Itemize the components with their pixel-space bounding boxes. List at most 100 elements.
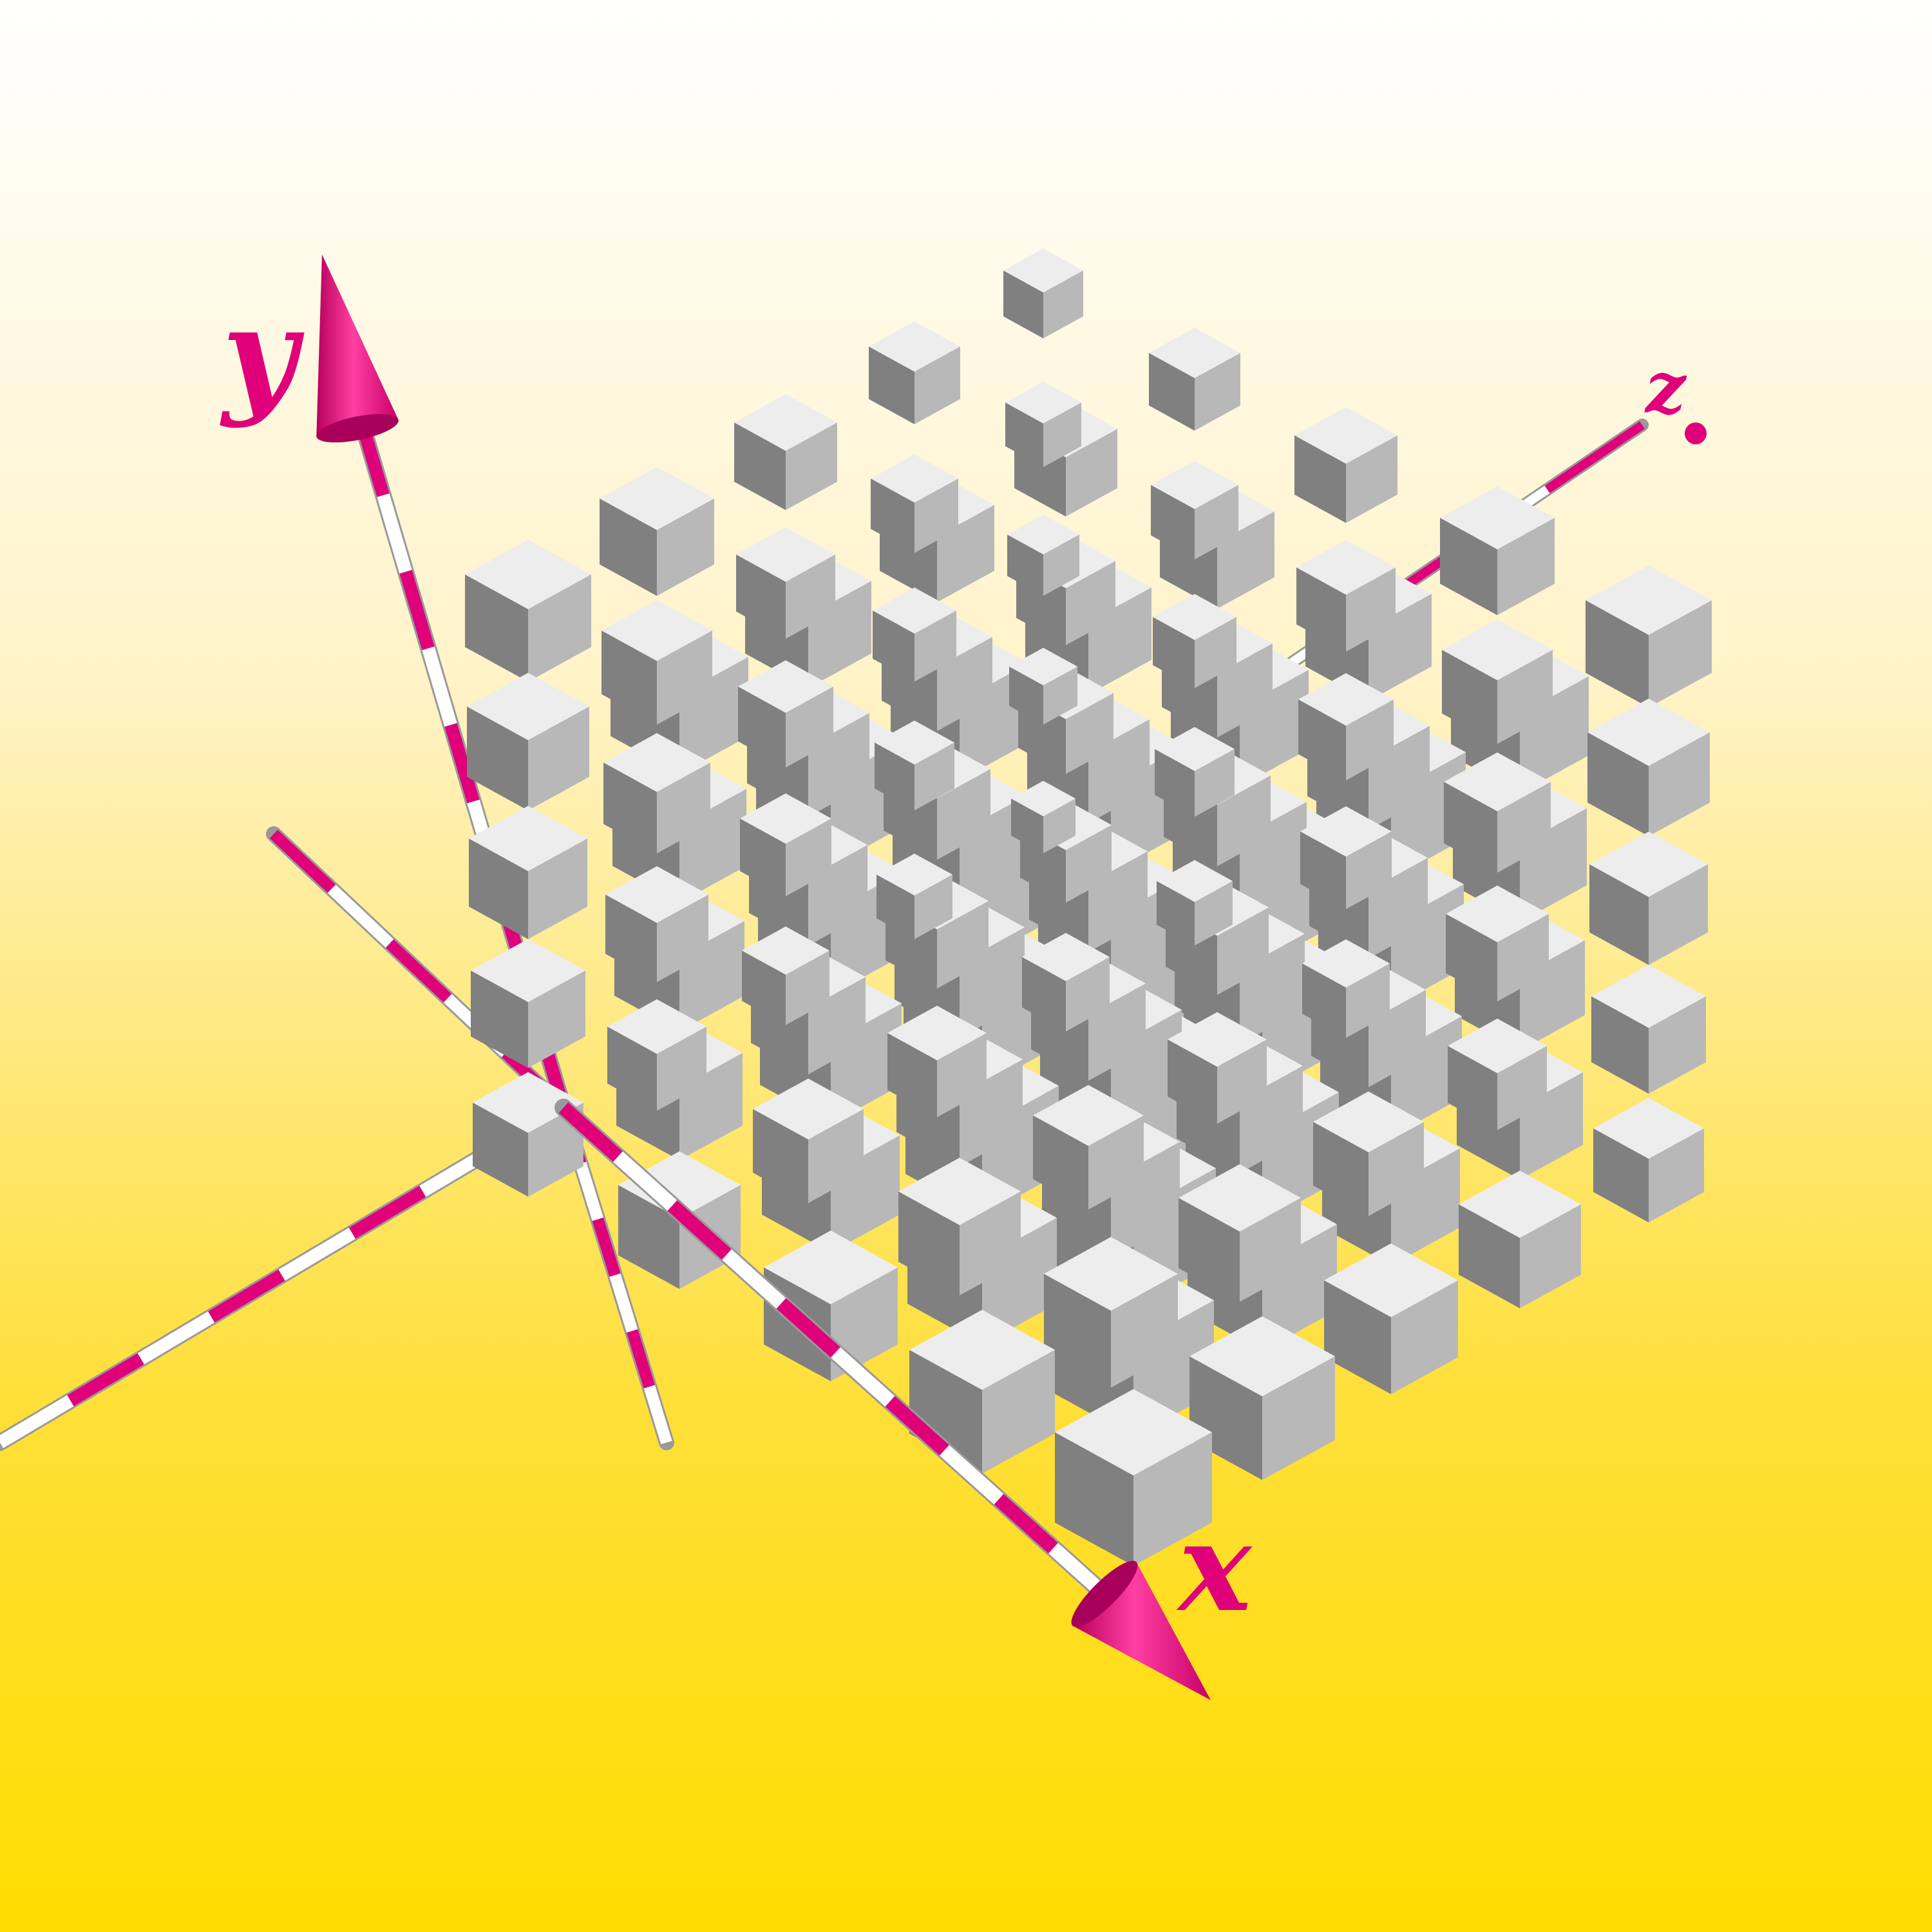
cube-top-face bbox=[898, 1157, 1021, 1226]
cube bbox=[1155, 726, 1235, 817]
x-axis-negative-rod-segment bbox=[137, 1311, 215, 1365]
cube-right-face bbox=[1497, 1046, 1547, 1130]
cube-left-face bbox=[1591, 996, 1649, 1094]
cube-top-face bbox=[1022, 933, 1110, 981]
cube-left-face bbox=[1587, 732, 1649, 837]
cube-left-face bbox=[1155, 749, 1195, 817]
cube-top-face bbox=[600, 467, 714, 530]
cube-right-face bbox=[786, 422, 837, 510]
cube-top-face bbox=[871, 454, 958, 503]
cube-left-face bbox=[1149, 353, 1195, 431]
cube bbox=[1587, 698, 1710, 837]
cube-left-face bbox=[1153, 617, 1195, 688]
cube-top-face bbox=[1313, 1091, 1424, 1153]
cube-right-face bbox=[786, 951, 829, 1025]
cube-right-face bbox=[1368, 1122, 1424, 1217]
x-axis-positive-rod bbox=[554, 1099, 1117, 1606]
x-axis-negative-rod-segment bbox=[278, 1227, 355, 1281]
cube-left-face bbox=[873, 611, 914, 682]
cube-left-face bbox=[1044, 1274, 1111, 1388]
cube-right-face bbox=[657, 1027, 706, 1111]
cube-left-face bbox=[1179, 1198, 1240, 1302]
cube-top-face bbox=[875, 720, 954, 765]
cube-right-face bbox=[1195, 353, 1240, 431]
cube-top-face bbox=[467, 672, 589, 741]
cube bbox=[1179, 1164, 1301, 1302]
cube-left-face bbox=[736, 554, 786, 639]
cube-right-face bbox=[1649, 996, 1706, 1094]
cube-left-face bbox=[603, 762, 657, 854]
x-axis-negative-rod-segment bbox=[348, 1186, 426, 1239]
cube-top-face bbox=[1009, 647, 1077, 686]
cube bbox=[1007, 515, 1079, 596]
cube bbox=[1302, 939, 1390, 1038]
cube-left-face bbox=[738, 687, 786, 768]
cube-left-face bbox=[618, 1185, 679, 1289]
y-axis-arrowhead-base bbox=[316, 413, 399, 443]
cube-top-face bbox=[605, 866, 708, 923]
cube bbox=[1589, 831, 1708, 965]
cube-left-face bbox=[734, 422, 786, 510]
cube-left-face bbox=[1586, 600, 1649, 708]
cube-top-face bbox=[1442, 619, 1553, 681]
cube bbox=[1055, 1388, 1212, 1566]
cube-right-face bbox=[1043, 270, 1083, 339]
cube bbox=[873, 587, 956, 682]
cube bbox=[1442, 619, 1553, 744]
cube-top-face bbox=[909, 1309, 1055, 1390]
cube-top-face bbox=[1168, 1012, 1267, 1067]
cube-top-face bbox=[469, 806, 587, 871]
cube-right-face bbox=[914, 478, 958, 553]
cube-top-face bbox=[465, 540, 591, 609]
cube-top-face bbox=[738, 660, 833, 713]
cube-top-face bbox=[742, 926, 829, 975]
cube-right-face bbox=[1043, 535, 1079, 596]
cube bbox=[742, 926, 829, 1025]
cube-right-face bbox=[1520, 1204, 1581, 1309]
z-axis-negative-rod-segment bbox=[385, 939, 452, 1003]
cube-lattice bbox=[465, 248, 1712, 1566]
cube-top-face bbox=[1586, 565, 1712, 635]
cube-top-face bbox=[473, 1072, 583, 1133]
cube-top-face bbox=[618, 1151, 741, 1219]
cube-top-face bbox=[876, 853, 952, 896]
cube-right-face bbox=[1346, 567, 1396, 652]
cube bbox=[898, 1157, 1021, 1296]
cube-top-face bbox=[1589, 831, 1708, 897]
cube bbox=[465, 540, 591, 682]
cube-top-face bbox=[1591, 965, 1706, 1028]
cube-top-face bbox=[736, 527, 835, 582]
cube-top-face bbox=[740, 793, 831, 844]
cube-top-face bbox=[873, 587, 956, 634]
y-axis-positive-rod-segment bbox=[377, 493, 412, 574]
y-axis-negative-rod-segment bbox=[592, 1217, 621, 1277]
cube-left-face bbox=[1444, 782, 1497, 873]
cube-right-face bbox=[937, 769, 990, 860]
cube-right-face bbox=[1497, 782, 1551, 873]
cube-left-face bbox=[1003, 270, 1043, 339]
cube bbox=[1300, 806, 1392, 909]
cube bbox=[600, 467, 714, 596]
cube-left-face bbox=[469, 838, 528, 940]
cube-right-face bbox=[1066, 825, 1112, 903]
cube-top-face bbox=[869, 321, 960, 372]
cube-right-face bbox=[786, 554, 835, 639]
cube-top-face bbox=[1459, 1170, 1581, 1238]
cube-top-face bbox=[1296, 540, 1396, 595]
cube bbox=[869, 321, 960, 424]
cube bbox=[605, 866, 708, 982]
cube-left-face bbox=[467, 706, 528, 811]
cube-right-face bbox=[528, 1103, 583, 1197]
cube-left-face bbox=[876, 875, 914, 940]
cube-top-face bbox=[1011, 781, 1075, 817]
cube bbox=[603, 733, 710, 854]
cube-left-face bbox=[1448, 1046, 1497, 1130]
x-axis-arrowhead bbox=[1071, 1560, 1211, 1700]
cube-left-face bbox=[1298, 699, 1346, 781]
cube-right-face bbox=[1346, 963, 1390, 1038]
cube-left-face bbox=[740, 819, 786, 896]
cube-top-face bbox=[1302, 939, 1390, 988]
cube-right-face bbox=[657, 630, 712, 725]
cube-left-face bbox=[605, 895, 657, 982]
